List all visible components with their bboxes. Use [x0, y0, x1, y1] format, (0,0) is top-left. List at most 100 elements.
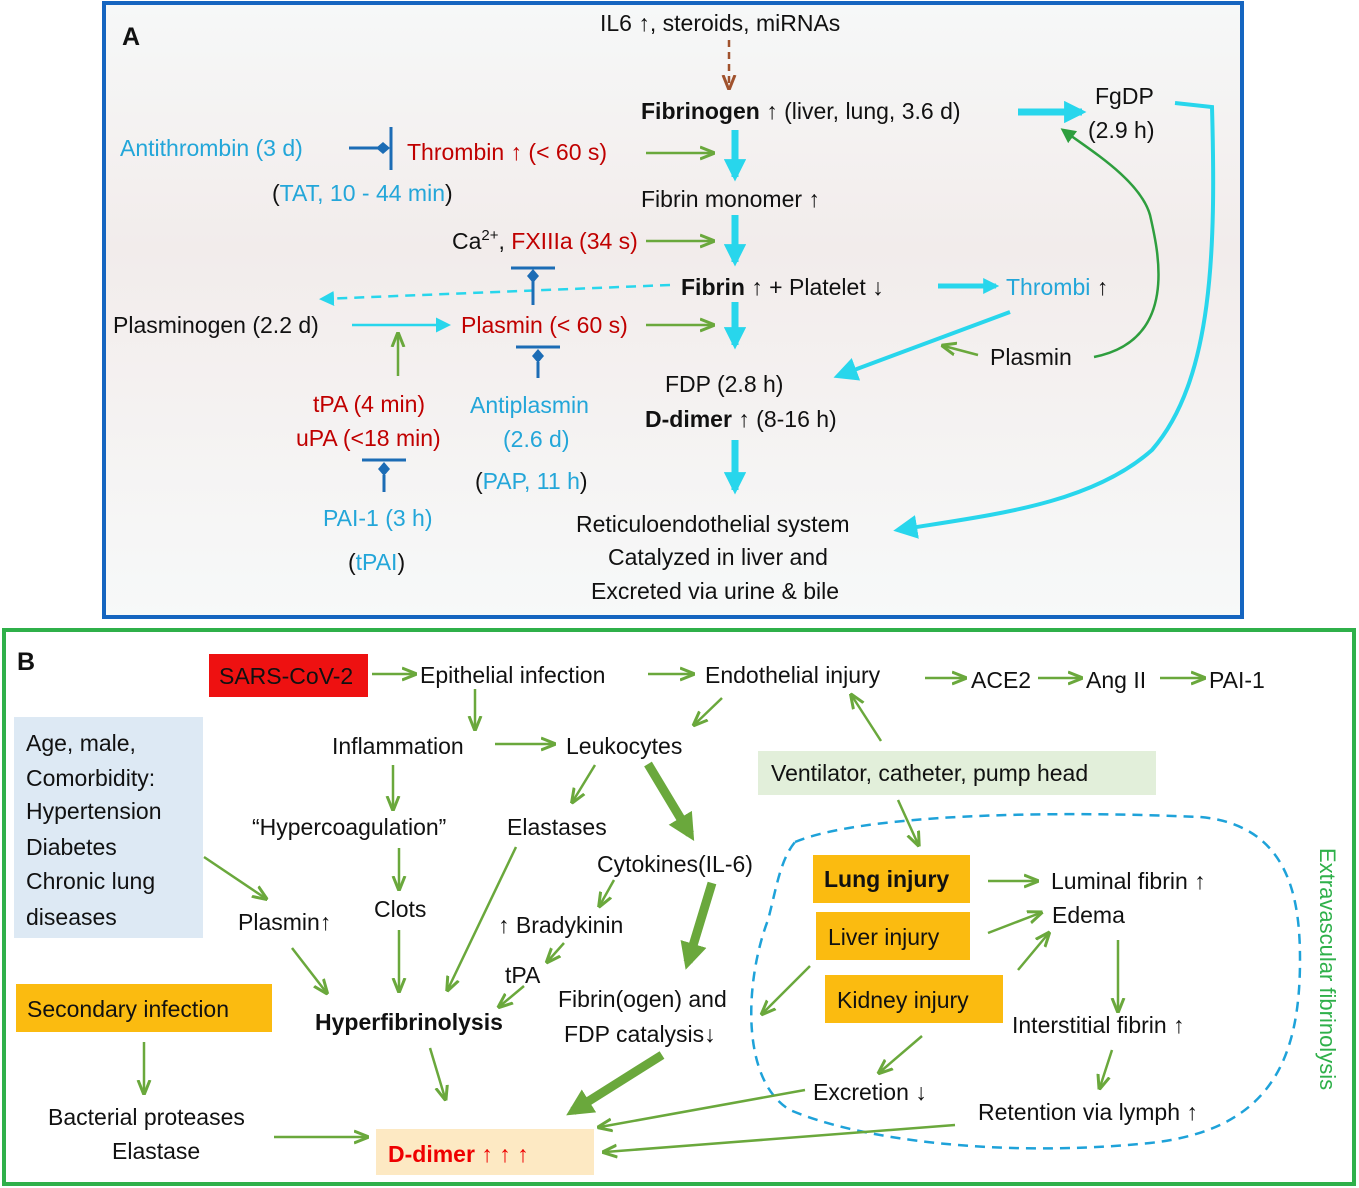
tpa-b-label: tPA — [505, 962, 541, 988]
fgdp-to-res-curve — [893, 101, 1216, 539]
fibrin-label: Fibrin ↑ + Platelet ↓ — [681, 274, 884, 300]
panel-a-label: A — [122, 23, 140, 51]
extravascular-label: Extravascular fibrinolysis — [1315, 848, 1340, 1090]
fibrin-monomer-label: Fibrin monomer ↑ — [641, 186, 820, 212]
thick-arrow-cytokines-fibrinogen — [680, 881, 717, 970]
plasmin-b-label: Plasmin↑ — [238, 909, 331, 935]
liver-label: Liver injury — [828, 924, 940, 950]
bacterial-line-1: Bacterial proteases — [48, 1104, 245, 1130]
ddimer-box — [376, 1129, 594, 1175]
hyperfib-label: Hyperfibrinolysis — [315, 1009, 503, 1035]
elastases-label: Elastases — [507, 814, 607, 840]
excretion-label: Excretion ↓ — [813, 1079, 927, 1105]
interstitial-label: Interstitial fibrin ↑ — [1012, 1012, 1185, 1038]
secondary-label: Secondary infection — [27, 996, 229, 1022]
secondary-box — [16, 984, 272, 1032]
res-line-3: Excreted via urine & bile — [591, 578, 839, 604]
lung-box — [813, 855, 970, 903]
antithrombin-inhibit-diamond — [376, 142, 390, 154]
arrow-interstitial-retention — [1100, 1049, 1114, 1087]
endothelial-label: Endothelial injury — [705, 662, 881, 688]
arrow-ventilator-endothelial — [852, 696, 883, 742]
pap-label: (PAP, 11 h) — [475, 468, 588, 494]
pai1-label: PAI-1 (3 h) — [323, 505, 433, 531]
sars-box — [209, 654, 368, 697]
arrow-ventilator-lung — [896, 799, 918, 844]
antiplasmin-label: Antiplasmin — [470, 392, 589, 418]
arrow-bradykinin-tpa — [548, 942, 565, 961]
pai1-b-label: PAI-1 — [1209, 667, 1265, 693]
arrow-cytokines-bradykinin — [600, 879, 616, 905]
arrow-plasmin-hyperfib — [291, 947, 326, 992]
risk-line-1: Age, male, — [26, 730, 136, 756]
ca-fxiiia-label: Ca2+, FXIIIa (34 s) — [452, 227, 638, 254]
arrow-retention-ddimer — [605, 1123, 956, 1152]
thick-arrow-leukocytes-cytokines — [644, 761, 695, 841]
tpai-label: (tPAI) — [348, 549, 405, 575]
ventilator-box — [758, 751, 1156, 795]
arrow-excretion-ddimer — [600, 1088, 806, 1127]
panel-b-frame — [2, 628, 1356, 1186]
ddimer-b-label: D-dimer ↑ ↑ ↑ — [388, 1141, 529, 1167]
plasmin-to-fgdp-curve — [1060, 128, 1160, 359]
panel-a-frame — [102, 1, 1244, 619]
arrow-endothelial-leukocytes — [695, 697, 723, 724]
fibrin-feedback-dashed-arrow — [319, 283, 671, 307]
thick-arrow-catalysis-ddimer — [566, 1051, 665, 1116]
edema-label: Edema — [1052, 902, 1125, 928]
arrow-hyperfib-ddimer — [428, 1047, 445, 1098]
antiplasmin-half-life: (2.6 d) — [503, 426, 569, 452]
risk-line-3: Hypertension — [26, 798, 162, 824]
arrow-tpa-hyperfib — [500, 985, 525, 1006]
kidney-box — [825, 975, 1003, 1023]
upa-label: uPA (<18 min) — [296, 425, 441, 451]
fibrinogen-catalysis-line-2: FDP catalysis↓ — [564, 1021, 716, 1047]
thrombin-label: Thrombin ↑ (< 60 s) — [407, 139, 607, 165]
plasmin-label: Plasmin (< 60 s) — [461, 312, 628, 338]
res-line-1: Reticuloendothelial system — [576, 511, 850, 537]
ang2-label: Ang II — [1086, 667, 1146, 693]
bacterial-line-2: Elastase — [112, 1138, 200, 1164]
tpa-label: tPA (4 min) — [313, 391, 425, 417]
retention-label: Retention via lymph ↑ — [978, 1099, 1198, 1125]
arrow-kidney-excretion — [880, 1035, 923, 1072]
hypercoag-label: “Hypercoagulation” — [252, 814, 446, 840]
sars-label: SARS-CoV-2 — [219, 663, 353, 689]
risk-line-2: Comorbidity: — [26, 765, 155, 791]
plasmin-to-thrombi-arrow — [944, 346, 979, 357]
bradykinin-label: ↑ Bradykinin — [498, 912, 623, 938]
fdp-label: FDP (2.8 h) — [665, 371, 783, 397]
panel-b-label: B — [17, 648, 35, 676]
thrombi-to-fdp-arrow — [833, 310, 1011, 381]
res-line-2: Catalyzed in liver and — [608, 544, 828, 570]
inflammation-label: Inflammation — [332, 733, 464, 759]
fxiiia-inhibit-diamond — [527, 269, 539, 283]
fgdp-label: FgDP — [1095, 83, 1154, 109]
risk-line-5: Chronic lung — [26, 868, 155, 894]
arrow-leukocytes-elastases — [573, 764, 597, 801]
antiplasmin-inhibit-diamond — [532, 349, 544, 363]
fibrinogen-label: Fibrinogen ↑ (liver, lung, 3.6 d) — [641, 98, 961, 124]
thrombi-label: Thrombi ↑ — [1006, 274, 1108, 300]
lung-label: Lung injury — [824, 866, 949, 892]
kidney-label: Kidney injury — [837, 987, 969, 1013]
ddimer-label: D-dimer ↑ (8-16 h) — [645, 406, 837, 432]
risk-box — [14, 717, 203, 938]
liver-box — [816, 912, 970, 960]
arrow-liver-fibrinogen — [763, 965, 811, 1013]
arrow-kidney-edema — [1017, 934, 1048, 971]
fibrinogen-catalysis-line-1: Fibrin(ogen) and — [558, 986, 727, 1012]
upstream-factors: IL6 ↑, steroids, miRNAs — [600, 10, 840, 36]
ventilator-label: Ventilator, catheter, pump head — [771, 760, 1088, 786]
cytokines-label: Cytokines(IL-6) — [597, 851, 753, 877]
risk-line-4: Diabetes — [26, 834, 117, 860]
panel-b-arrows — [144, 674, 1203, 1152]
plasmin-right-label: Plasmin — [990, 344, 1072, 370]
tat-label: (TAT, 10 - 44 min) — [272, 180, 453, 206]
fgdp-half-life: (2.9 h) — [1088, 117, 1154, 143]
plasminogen-label: Plasminogen (2.2 d) — [113, 312, 319, 338]
luminal-label: Luminal fibrin ↑ — [1051, 868, 1206, 894]
antithrombin-label: Antithrombin (3 d) — [120, 135, 303, 161]
clots-label: Clots — [374, 896, 426, 922]
